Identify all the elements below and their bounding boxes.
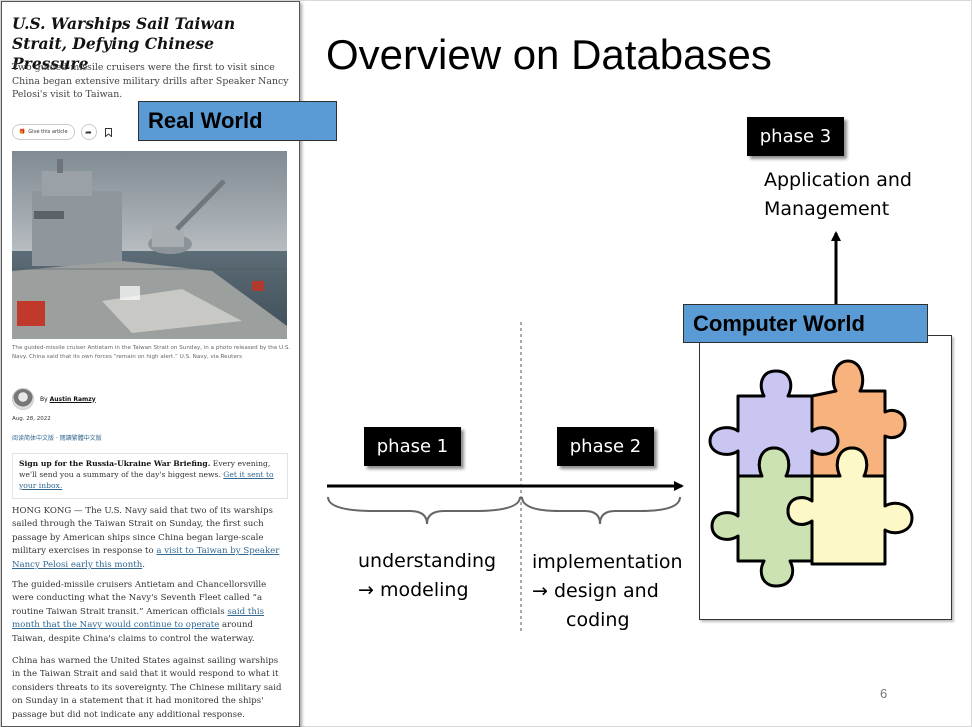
real-world-label: Real World	[138, 101, 337, 141]
page-number: 6	[880, 686, 888, 701]
gift-icon: 🎁	[19, 129, 26, 135]
byline-prefix: By	[40, 395, 48, 403]
byline: By Austin Ramzy	[12, 388, 96, 410]
phase3-box: phase 3	[747, 117, 844, 156]
warship-photo	[12, 151, 287, 339]
phase2-box: phase 2	[557, 427, 654, 466]
phase1-desc-line1: understanding	[358, 550, 497, 572]
phase2-desc-line2: → design and	[532, 580, 659, 602]
computer-world-label: Computer World	[683, 304, 928, 343]
language-links[interactable]: 阅读简体中文版 · 閱讀繁體中文版	[12, 435, 102, 442]
phase2-desc-line1: implementation	[532, 551, 683, 573]
paragraph-text: .	[142, 559, 145, 570]
pelosi-visit-link[interactable]: a visit to Taiwan by Speaker Nancy Pelos…	[12, 546, 280, 570]
phase3-desc-line2: Management	[764, 198, 890, 220]
paragraph-text: The guided-missile cruisers Antietam and…	[12, 580, 267, 617]
phase2-description: implementation → design and coding	[532, 548, 683, 635]
puzzle-icon	[708, 359, 914, 588]
puzzle-piece-yellow	[786, 446, 914, 566]
photo-caption: The guided-missile cruiser Antietam in t…	[12, 345, 291, 360]
signup-heading: Sign up for the Russia-Ukraine War Brief…	[19, 459, 211, 468]
newsletter-signup: Sign up for the Russia-Ukraine War Brief…	[12, 453, 288, 499]
phase3-description: Application and Management	[764, 166, 912, 224]
share-toolbar: 🎁 Give this article ➦	[12, 123, 115, 141]
navy-operate-link[interactable]: said this month that the Navy would cont…	[12, 606, 265, 631]
gift-label: Give this article	[28, 129, 68, 135]
article-date: Aug. 28, 2022	[12, 416, 51, 422]
paragraph-text: around Taiwan, despite China's claims to…	[12, 620, 255, 644]
phase2-brace	[521, 496, 681, 525]
article-paragraph-1: HONG KONG — The U.S. Navy said that two …	[12, 505, 288, 572]
slide-title: Overview on Databases	[326, 31, 772, 78]
bookmark-icon[interactable]	[103, 125, 115, 139]
signup-link[interactable]: Get it sent to your inbox.	[19, 470, 274, 490]
puzzle-frame	[699, 335, 952, 620]
signup-text: Every evening, we'll send you a summary …	[19, 459, 271, 479]
byline-text: By Austin Ramzy	[40, 396, 96, 403]
article-summary: Two guided-missile cruisers were the fir…	[12, 62, 289, 100]
article-headline: U.S. Warships Sail Taiwan Strait, Defyin…	[12, 14, 236, 73]
gift-article-button[interactable]: 🎁 Give this article	[12, 124, 75, 140]
article-paragraph-3: China has warned the United States again…	[12, 656, 282, 720]
phase2-desc-line3: coding	[566, 609, 630, 631]
share-icon[interactable]: ➦	[80, 124, 97, 140]
phase3-desc-line1: Application and	[764, 169, 912, 191]
phase1-box: phase 1	[364, 427, 461, 466]
article-paragraph-2: The guided-missile cruisers Antietam and…	[12, 579, 288, 646]
phase1-brace	[327, 496, 521, 525]
author-avatar	[12, 388, 34, 410]
author-link[interactable]: Austin Ramzy	[49, 395, 96, 403]
phase1-description: understanding → modeling	[358, 547, 496, 605]
paragraph-text: HONG KONG — The U.S. Navy said that two …	[12, 506, 273, 557]
phase1-desc-line2: → modeling	[358, 579, 469, 601]
